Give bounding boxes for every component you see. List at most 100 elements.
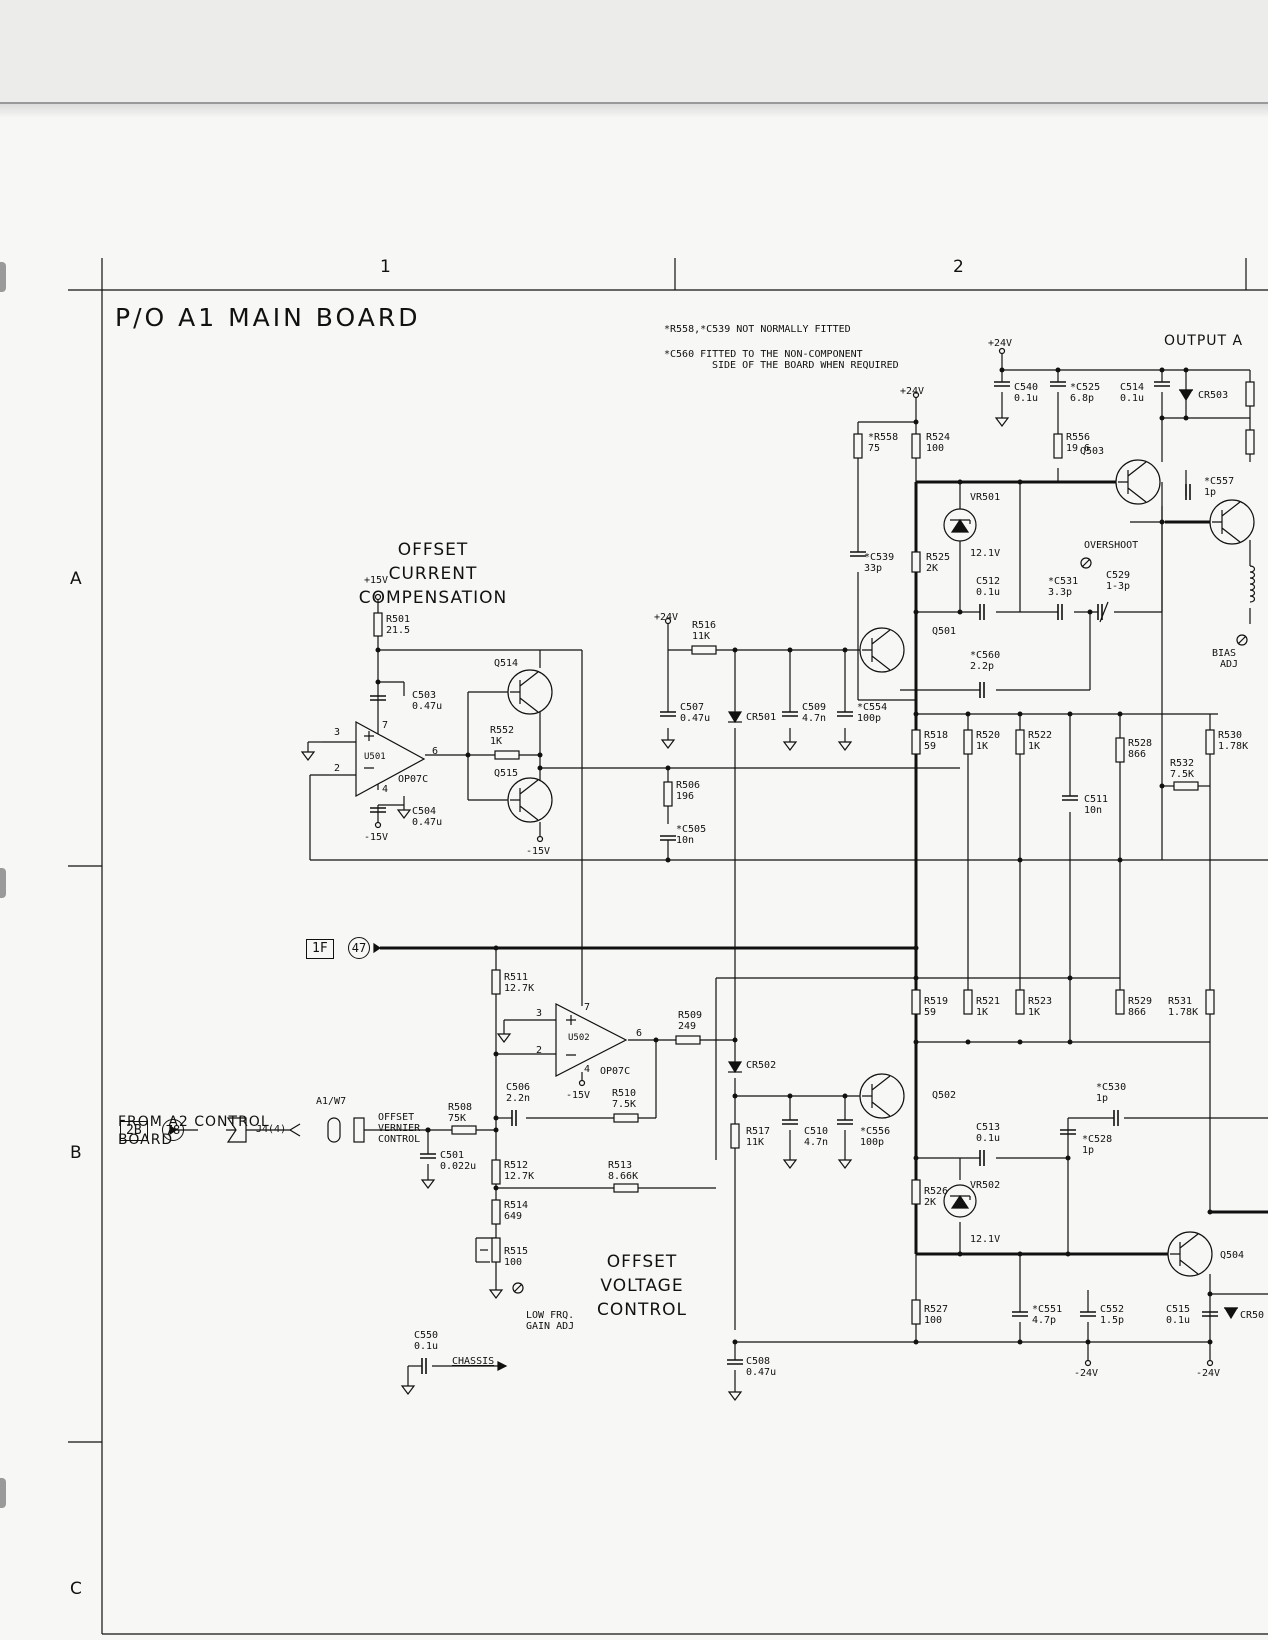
- component-star-c539: *C539 33p: [864, 552, 895, 574]
- q503-label: Q503: [1080, 446, 1105, 457]
- a1w7-cable: [327, 1117, 341, 1143]
- component-star-c505: *C505 10n: [676, 824, 707, 846]
- page-top-margin: [0, 0, 1268, 104]
- j4-arrow: [289, 1123, 301, 1137]
- page-shadow: [0, 104, 1268, 118]
- grid-col-1: 1: [380, 257, 391, 277]
- note-3: SIDE OF THE BOARD WHEN REQUIRED: [712, 360, 899, 371]
- wires: [176, 354, 1268, 1392]
- component-c503: C503 0.47u: [412, 690, 443, 712]
- component-r527: R527 100: [924, 1304, 949, 1326]
- component-r529: R529 866: [1128, 996, 1153, 1018]
- component-r522: R522 1K: [1028, 730, 1053, 752]
- component-r531: R531 1.78K: [1168, 996, 1199, 1018]
- component-r525: R525 2K: [926, 552, 951, 574]
- cr50-label: CR50: [1240, 1310, 1265, 1321]
- q515-label: Q515: [494, 768, 519, 779]
- component-r515: R515 100: [504, 1246, 529, 1268]
- u502-ref: U502: [568, 1033, 590, 1043]
- component-c506: C506 2.2n: [506, 1082, 531, 1104]
- note-1: *R558,*C539 NOT NORMALLY FITTED: [664, 324, 851, 335]
- j4-label: J4(4): [256, 1124, 287, 1135]
- a1w7-label: A1/W7: [316, 1096, 347, 1107]
- component-c508: C508 0.47u: [746, 1356, 777, 1378]
- rail-m24-c515: -24V: [1196, 1368, 1221, 1379]
- component-r506: R506 196: [676, 780, 701, 802]
- component-r511: R511 12.7K: [504, 972, 535, 994]
- component-c512: C512 0.1u: [976, 576, 1001, 598]
- component-r518: R518 59: [924, 730, 949, 752]
- u501-pin4: 4: [382, 784, 389, 795]
- j4-connector: [226, 1117, 247, 1143]
- u501-type: OP07C: [398, 774, 429, 785]
- page-title: P/O A1 MAIN BOARD: [115, 303, 421, 332]
- q514-label: Q514: [494, 658, 519, 669]
- grid-row-b: B: [70, 1143, 82, 1163]
- grounds: [300, 417, 1010, 1401]
- component-star-c556: *C556 100p: [860, 1126, 891, 1148]
- u501-pin6: 6: [432, 746, 439, 757]
- u502-pin3: 3: [536, 1008, 543, 1019]
- u501-pin7: 7: [382, 720, 389, 731]
- rail-p24-top: +24V: [988, 338, 1013, 349]
- component-r501: R501 21.5: [386, 614, 411, 636]
- transistors-symbols: [507, 459, 1255, 1277]
- component-r510: R510 7.5K: [612, 1088, 637, 1110]
- component-star-c554: *C554 100p: [857, 702, 888, 724]
- diodes: [727, 389, 1239, 1320]
- u501-pin3: 3: [334, 727, 341, 738]
- u502-type: OP07C: [600, 1066, 631, 1077]
- u501-symbol: [355, 720, 426, 798]
- component-c501: C501 0.022u: [440, 1150, 477, 1172]
- component-r524: R524 100: [926, 432, 951, 454]
- q504-label: Q504: [1220, 1250, 1245, 1261]
- component-r516: R516 11K: [692, 620, 717, 642]
- rail-p24-r516: +24V: [654, 612, 679, 623]
- component-c552: C552 1.5p: [1100, 1304, 1125, 1326]
- component-c509: C509 4.7n: [802, 702, 827, 724]
- component-r520: R520 1K: [976, 730, 1001, 752]
- cr503-label: CR503: [1198, 390, 1229, 401]
- component-r519: R519 59: [924, 996, 949, 1018]
- zeners: [943, 508, 977, 1218]
- component-r513: R513 8.66K: [608, 1160, 639, 1182]
- component-c507: C507 0.47u: [680, 702, 711, 724]
- u502-pin6: 6: [636, 1028, 643, 1039]
- component-star-c560: *C560 2.2p: [970, 650, 1001, 672]
- grid-row-c: C: [70, 1579, 82, 1599]
- component-r512: R512 12.7K: [504, 1160, 535, 1182]
- cr501-label: CR501: [746, 712, 777, 723]
- rail-m15-q515: -15V: [526, 846, 551, 857]
- component-r526: R526 2K: [924, 1186, 949, 1208]
- component-c529: C529 1-3p: [1106, 570, 1131, 592]
- q501-label: Q501: [932, 626, 957, 637]
- component-r509: R509 249: [678, 1010, 703, 1032]
- component-r528: R528 866: [1128, 738, 1153, 760]
- transistor-internals: [510, 461, 1241, 1275]
- component-star-r558: *R558 75: [868, 432, 899, 454]
- connector-47: 47: [348, 937, 370, 959]
- component-r530: R530 1.78K: [1218, 730, 1249, 752]
- rail-p24-r524: +24V: [900, 386, 925, 397]
- vr501-ref: VR501: [970, 492, 1001, 503]
- u501-pin2: 2: [334, 763, 341, 774]
- component-c513: C513 0.1u: [976, 1122, 1001, 1144]
- u502-pin7: 7: [584, 1002, 591, 1013]
- component-star-c531: *C531 3.3p: [1048, 576, 1079, 598]
- component-c504: C504 0.47u: [412, 806, 443, 828]
- page-edge: [0, 102, 1268, 104]
- component-star-c557: *C557 1p: [1204, 476, 1235, 498]
- note-2: *C560 FITTED TO THE NON-COMPONENT: [664, 349, 863, 360]
- component-r552: R552 1K: [490, 725, 515, 747]
- connector-2b: 2B: [120, 1121, 148, 1141]
- output-section-label: OUTPUT A: [1164, 333, 1244, 349]
- component-r523: R523 1K: [1028, 996, 1053, 1018]
- chassis-label: CHASSIS: [452, 1356, 495, 1367]
- component-r521: R521 1K: [976, 996, 1001, 1018]
- u501-ref: U501: [364, 752, 386, 762]
- lowfreq-label: LOW FRQ.GAIN ADJ: [526, 1310, 575, 1332]
- component-r556: R556 19.6: [1066, 432, 1091, 454]
- component-r517: R517 11K: [746, 1126, 771, 1148]
